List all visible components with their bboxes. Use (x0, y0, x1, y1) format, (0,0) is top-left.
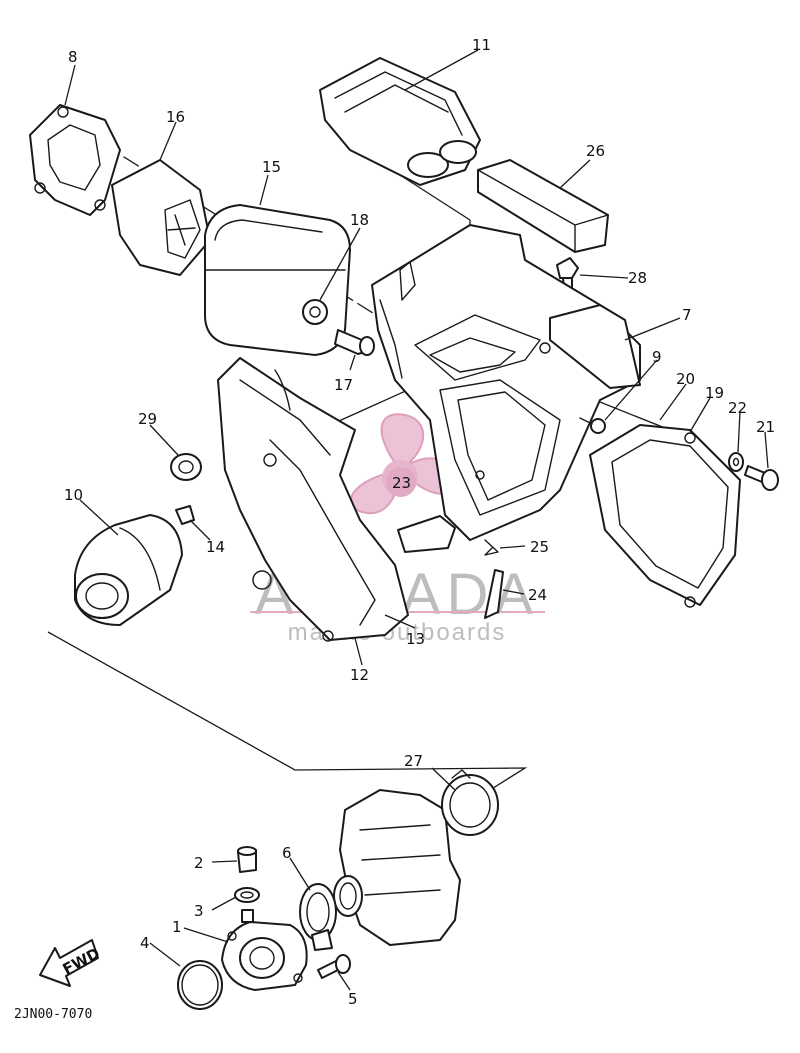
part-25-clip (484, 539, 499, 556)
part-11-intake-duct (319, 57, 481, 186)
main-air-box (371, 224, 641, 541)
callout-22: 22 (728, 399, 747, 417)
part-14-clip (175, 505, 195, 525)
callout-9: 9 (652, 348, 662, 366)
callout-24: 24 (528, 586, 547, 604)
callout-6: 6 (282, 844, 292, 862)
part-24-strap (484, 569, 504, 619)
part-3-clip (234, 887, 260, 923)
leader-lines (64, 49, 769, 991)
callout-8: 8 (68, 48, 78, 66)
callout-3: 3 (194, 902, 204, 920)
part-2-cap (237, 846, 257, 873)
part-5-bolt (317, 954, 351, 979)
part-8-flange (29, 104, 121, 216)
callout-23: 23 (392, 474, 411, 492)
part-13-side-plate (217, 357, 409, 642)
callout-17: 17 (334, 376, 353, 394)
callout-28: 28 (628, 269, 647, 287)
callout-labels: 8 16 15 18 11 26 28 7 9 20 19 22 21 29 1… (64, 36, 775, 1008)
part-1-manifold (221, 921, 308, 991)
part-6-clamp (299, 883, 337, 951)
part-21-bolt (744, 465, 779, 491)
callout-25: 25 (530, 538, 549, 556)
part-26-foam-block (477, 159, 609, 253)
part-17-bolt (334, 329, 375, 356)
part-19-cover (589, 424, 741, 608)
callout-29: 29 (138, 410, 157, 428)
callout-16: 16 (166, 108, 185, 126)
part-10-rubber-joint (74, 514, 183, 626)
callout-7: 7 (682, 306, 692, 324)
part-9-screw (579, 417, 606, 434)
part-29-grommet (170, 453, 202, 481)
part-27-clamp (441, 769, 499, 836)
part-16-boot (111, 159, 211, 276)
callout-1: 1 (172, 918, 182, 936)
callout-4: 4 (140, 934, 150, 952)
fwd-arrow-icon: FWD (39, 939, 103, 987)
callout-18: 18 (350, 211, 369, 229)
callout-21: 21 (756, 418, 775, 436)
callout-13: 13 (406, 630, 425, 648)
callout-27: 27 (404, 752, 423, 770)
callout-14: 14 (206, 538, 225, 556)
callout-26: 26 (586, 142, 605, 160)
part-4-o-ring (177, 960, 223, 1010)
callout-20: 20 (676, 370, 695, 388)
engine-outline (333, 789, 461, 946)
part-15-filter-case (204, 204, 351, 356)
part-23-foam (397, 515, 456, 553)
callout-12: 12 (350, 666, 369, 684)
callout-15: 15 (262, 158, 281, 176)
drawing-code: 2JN00-7070 (14, 1007, 92, 1022)
callout-19: 19 (705, 384, 724, 402)
callout-11: 11 (472, 36, 491, 54)
part-22-washer (728, 452, 744, 472)
part-7-bracket (549, 304, 641, 389)
callout-10: 10 (64, 486, 83, 504)
callout-5: 5 (348, 990, 358, 1008)
callout-23-badge (386, 467, 416, 497)
callout-2: 2 (194, 854, 204, 872)
